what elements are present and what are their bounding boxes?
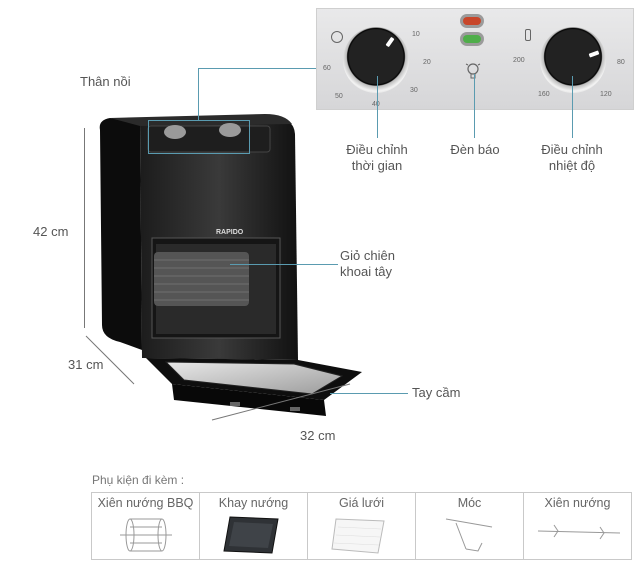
- temp-label-line2: nhiệt độ: [548, 158, 596, 173]
- temp-tick: 120: [600, 91, 612, 98]
- accessory-name: Xiên nướng BBQ: [97, 496, 194, 510]
- accessory-name: Khay nướng: [218, 496, 289, 510]
- temperature-knob[interactable]: [540, 27, 606, 93]
- light-bulb-icon: [465, 63, 481, 79]
- temp-tick: 80: [617, 59, 625, 66]
- rotisserie-skewer-icon: [537, 524, 621, 540]
- timer-label-line1: Điều chỉnh: [346, 142, 408, 157]
- timer-tick: 40: [372, 101, 380, 108]
- accessories-title: Phụ kiện đi kèm :: [92, 473, 185, 487]
- timer-knob[interactable]: [343, 27, 409, 93]
- timer-tick: 10: [412, 31, 420, 38]
- panel-callout-h: [198, 68, 316, 69]
- temp-tick: 200: [513, 57, 525, 64]
- timer-clock-icon: [331, 31, 343, 43]
- temp-callout-line: [572, 76, 573, 138]
- indicator-led-red: [463, 17, 481, 25]
- handle-label: Tay cầm: [412, 385, 461, 400]
- timer-callout-line: [377, 76, 378, 138]
- timer-tick: 50: [335, 93, 343, 100]
- hook-icon: [445, 518, 493, 552]
- accessory-cell: Xiên nướng: [524, 493, 631, 559]
- accessory-name: Móc: [457, 496, 482, 510]
- basket-callout-line: [230, 264, 338, 265]
- baking-tray-icon: [223, 516, 279, 554]
- accessory-cell: Móc: [416, 493, 524, 559]
- indicator-label: Đèn báo: [450, 142, 500, 157]
- depth-label: 31 cm: [68, 357, 104, 372]
- accessory-cell: Khay nướng: [200, 493, 308, 559]
- panel-highlight-box: [148, 120, 250, 154]
- indicator-led-green: [463, 35, 481, 43]
- air-fryer-illustration: RAPIDO: [99, 114, 362, 416]
- basket-label-line1: Giỏ chiên: [340, 248, 395, 263]
- temp-label-line1: Điều chỉnh: [541, 142, 603, 157]
- control-panel-closeup: 10 20 30 40 50 60 200 80 120 160: [316, 8, 634, 110]
- timer-label-line2: thời gian: [351, 158, 403, 173]
- timer-tick: 20: [423, 59, 431, 66]
- handle-callout-line: [330, 393, 408, 394]
- height-dimension-line: [84, 128, 85, 328]
- wire-rack-icon: [331, 518, 385, 554]
- depth-dimension-line: [85, 335, 135, 385]
- timer-tick: 30: [410, 87, 418, 94]
- width-dimension-line: [211, 383, 351, 421]
- accessory-cell: Giá lưới: [308, 493, 416, 559]
- brand-logo: RAPIDO: [216, 229, 244, 236]
- accessory-name: Xiên nướng: [544, 496, 611, 510]
- accessory-cell: Xiên nướng BBQ: [92, 493, 200, 559]
- panel-callout-v: [198, 68, 199, 120]
- timer-tick: 60: [323, 65, 331, 72]
- width-label: 32 cm: [300, 428, 336, 443]
- body-label: Thân nồi: [80, 74, 131, 89]
- accessory-name: Giá lưới: [338, 496, 385, 510]
- thermometer-icon: [525, 29, 531, 41]
- temp-tick: 160: [538, 91, 550, 98]
- bbq-skewer-cage-icon: [120, 518, 172, 552]
- indicator-callout-line: [474, 74, 475, 138]
- basket-label-line2: khoai tây: [340, 264, 393, 279]
- height-label: 42 cm: [33, 224, 69, 239]
- accessories-table: Xiên nướng BBQ Khay nướng Giá lưới Móc: [91, 492, 632, 560]
